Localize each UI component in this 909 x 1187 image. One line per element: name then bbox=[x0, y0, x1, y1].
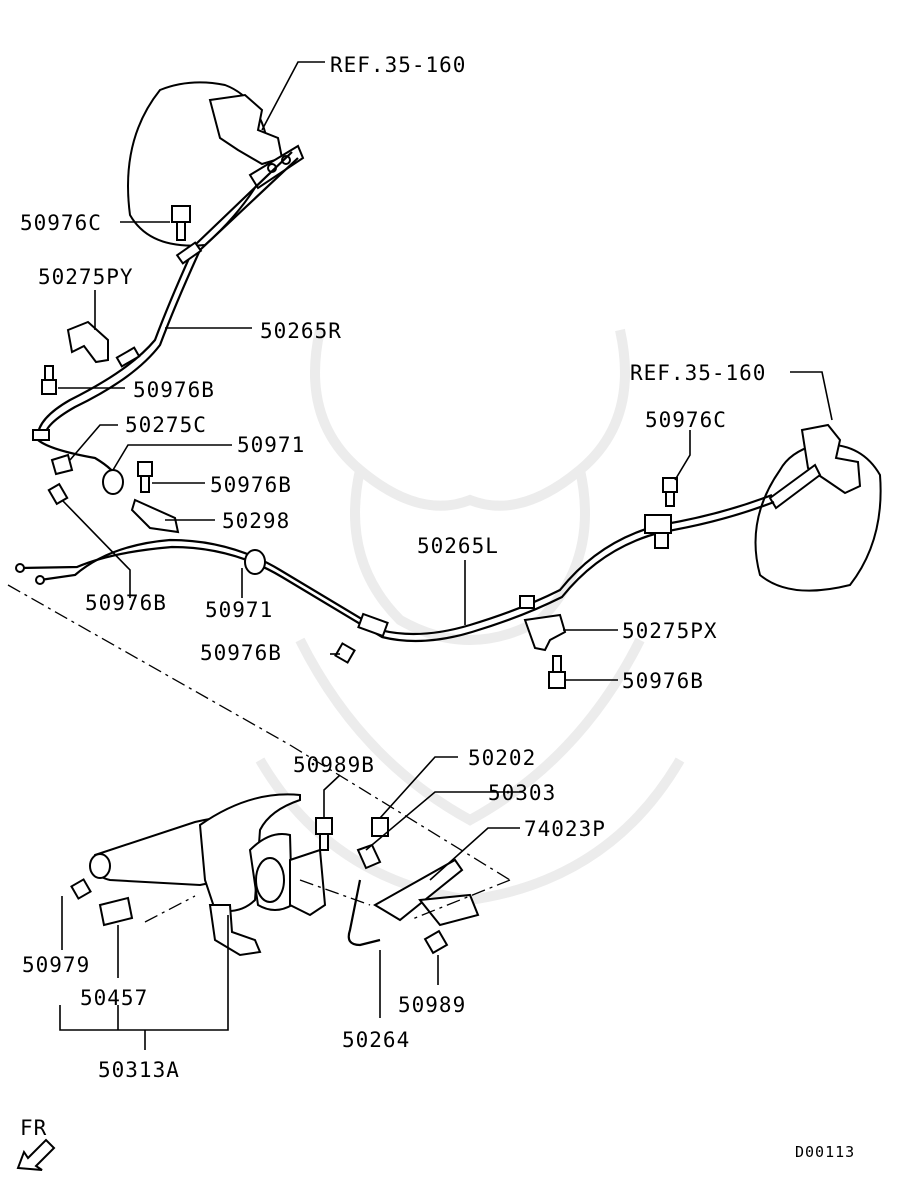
label-50989B: 50989B bbox=[293, 753, 375, 777]
label-50979: 50979 bbox=[22, 953, 90, 977]
right-brake-assembly bbox=[754, 423, 882, 592]
label-50976B-a: 50976B bbox=[133, 378, 215, 402]
watermark-emblem bbox=[255, 328, 685, 906]
label-50976B-e: 50976B bbox=[622, 669, 704, 693]
label-50265R: 50265R bbox=[260, 319, 342, 343]
front-direction-indicator: FR bbox=[16, 1116, 56, 1171]
label-ref-top: REF.35-160 bbox=[330, 53, 466, 77]
front-arrow-icon bbox=[16, 1138, 56, 1171]
label-50275PX: 50275PX bbox=[622, 619, 718, 643]
label-50202: 50202 bbox=[468, 746, 536, 770]
label-50303: 50303 bbox=[488, 781, 556, 805]
label-50971-a: 50971 bbox=[237, 433, 305, 457]
direction-label: FR bbox=[20, 1116, 47, 1140]
label-50457: 50457 bbox=[80, 986, 148, 1010]
leader-lines bbox=[58, 61, 833, 1050]
hardware-bolts bbox=[41, 205, 678, 689]
label-ref-right: REF.35-160 bbox=[630, 361, 766, 385]
grouping-dash-lines bbox=[7, 584, 511, 923]
callout-labels: REF.35-160 50976C 50275PY 50265R 50976B … bbox=[20, 53, 766, 1082]
label-50298: 50298 bbox=[222, 509, 290, 533]
left-brake-assembly bbox=[127, 81, 305, 247]
rear-cable-right bbox=[32, 151, 299, 481]
label-50265L: 50265L bbox=[417, 534, 499, 558]
label-50976C-top: 50976C bbox=[20, 211, 102, 235]
diagram-code: D00113 bbox=[795, 1143, 855, 1161]
label-74023P: 74023P bbox=[524, 817, 606, 841]
hand-brake-lever-assembly bbox=[70, 793, 480, 957]
label-50976B-c: 50976B bbox=[85, 591, 167, 615]
label-50976C-right: 50976C bbox=[645, 408, 727, 432]
label-50313A: 50313A bbox=[98, 1058, 180, 1082]
label-50971-b: 50971 bbox=[205, 598, 273, 622]
label-50976B-d: 50976B bbox=[200, 641, 282, 665]
rear-cable-left bbox=[15, 493, 775, 643]
label-50976B-b: 50976B bbox=[210, 473, 292, 497]
label-50275C: 50275C bbox=[125, 413, 207, 437]
label-50275PY: 50275PY bbox=[38, 265, 134, 289]
label-50989: 50989 bbox=[398, 993, 466, 1017]
label-50264: 50264 bbox=[342, 1028, 410, 1052]
